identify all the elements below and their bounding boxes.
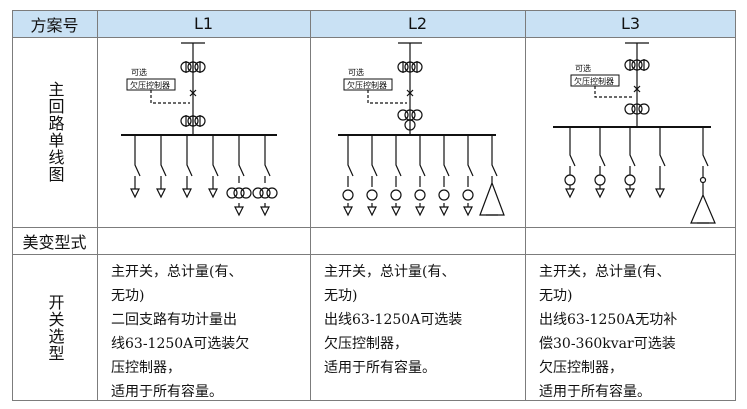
description-l2-line: 出线63-1250A可选装 — [324, 312, 463, 328]
description-l3: 主开关，总计量(有、 无功) 出线63-1250A无功补 偿30-360kvar… — [525, 254, 736, 401]
description-l2: 主开关，总计量(有、 无功) 出线63-1250A可选装 欠压控制器， 适用于所… — [310, 254, 525, 401]
grid-col2 — [310, 10, 311, 401]
grid-top — [12, 10, 736, 11]
grid-right — [735, 10, 736, 401]
description-l2-line: 无功) — [324, 288, 358, 304]
description-l3-line: 偿30-360kvar可选装 — [539, 336, 676, 352]
description-l2-line: 适用于所有容量。 — [324, 360, 436, 376]
row-label-switch-selection-text: 开关选型 — [45, 293, 65, 362]
row-label-switch-selection: 开关选型 — [12, 254, 97, 401]
grid-row2-bottom — [12, 254, 736, 255]
description-l2-line: 欠压控制器， — [324, 336, 408, 352]
optional-label-l1: 可选 — [131, 67, 147, 77]
header-col-l2: L2 — [310, 10, 525, 37]
single-line-diagram-l1: 可选 欠压控制器 — [121, 42, 278, 217]
single-line-diagram-l2: 可选 欠压控制器 — [338, 42, 505, 217]
undervoltage-controller-label-l1: 欠压控制器 — [130, 80, 170, 90]
description-l3-line: 出线63-1250A无功补 — [539, 312, 678, 328]
header-scheme-cell: 方案号 — [12, 10, 97, 37]
header-col-l1: L1 — [97, 10, 310, 37]
header-col-l1-label: L1 — [193, 14, 214, 33]
scheme-table: 方案号 L1 L2 L3 主回路单线图 美变型式 开关选型 主开关，总计量(有、… — [12, 10, 736, 401]
description-l1-line: 压控制器， — [111, 360, 181, 376]
row-label-beautiful-transform: 美变型式 — [12, 227, 97, 254]
description-l1-line: 适用于所有容量。 — [111, 384, 223, 400]
header-col-l3: L3 — [525, 10, 736, 37]
optional-label-l3: 可选 — [575, 63, 591, 73]
header-scheme-label: 方案号 — [30, 15, 79, 35]
description-l1: 主开关，总计量(有、 无功) 二回支路有功计量出 线63-1250A可选装欠 压… — [97, 254, 310, 401]
grid-left — [12, 10, 13, 401]
description-l3-line: 无功) — [539, 288, 573, 304]
row-label-main-circuit: 主回路单线图 — [12, 37, 97, 227]
description-l3-line: 欠压控制器， — [539, 360, 623, 376]
description-l1-line: 线63-1250A可选装欠 — [111, 336, 250, 352]
description-l1-line: 无功) — [111, 288, 145, 304]
row-label-main-circuit-text: 主回路单线图 — [45, 81, 65, 183]
undervoltage-controller-label-l2: 欠压控制器 — [347, 80, 387, 90]
row-label-beautiful-transform-text: 美变型式 — [22, 232, 87, 252]
description-l1-line: 二回支路有功计量出 — [111, 312, 237, 328]
header-col-l3-label: L3 — [620, 14, 641, 33]
grid-col3 — [525, 10, 526, 401]
description-l3-line: 主开关，总计量(有、 — [539, 264, 671, 280]
grid-row1-bottom — [12, 227, 736, 228]
grid-col1 — [97, 10, 98, 401]
description-l3-line: 适用于所有容量。 — [539, 384, 651, 400]
grid-bottom — [12, 400, 736, 401]
description-l1-line: 主开关，总计量(有、 — [111, 264, 243, 280]
optional-label-l2: 可选 — [348, 67, 364, 77]
single-line-diagram-l3: 可选 欠压控制器 — [553, 42, 716, 224]
grid-header-bottom — [12, 37, 736, 38]
undervoltage-controller-label-l3: 欠压控制器 — [574, 76, 614, 86]
description-l2-line: 主开关，总计量(有、 — [324, 264, 456, 280]
header-col-l2-label: L2 — [407, 14, 428, 33]
